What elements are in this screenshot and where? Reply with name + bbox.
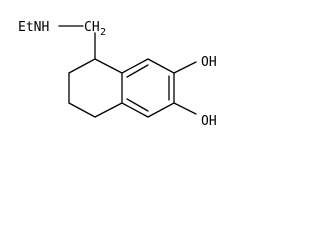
molecule-structure: EtNH CH 2 OH OH	[18, 20, 217, 129]
bond-c7-oh	[173, 61, 197, 74]
bond-c8-c8-inner	[126, 64, 149, 78]
bond-c3-c4	[68, 102, 96, 118]
bond-c1-c2	[68, 58, 96, 74]
hydroxyl-top-label: OH	[201, 55, 217, 70]
amine-group-label: EtNH	[18, 20, 49, 35]
methylene-label: CH	[84, 20, 100, 35]
bond-c8-c7	[147, 58, 175, 74]
bond-c6-c5	[147, 102, 175, 118]
hydroxyl-bottom-label: OH	[201, 114, 217, 129]
bond-group	[58, 25, 197, 118]
methylene-subscript: 2	[100, 27, 106, 38]
bond-c6-oh	[173, 102, 197, 115]
bond-c5-c4a-inner	[126, 98, 149, 112]
bond-c8a-c8	[121, 58, 149, 74]
bond-c8a-c1	[94, 58, 123, 74]
bond-c4-c4a	[94, 102, 123, 118]
bond-c5-c4a	[121, 102, 149, 118]
